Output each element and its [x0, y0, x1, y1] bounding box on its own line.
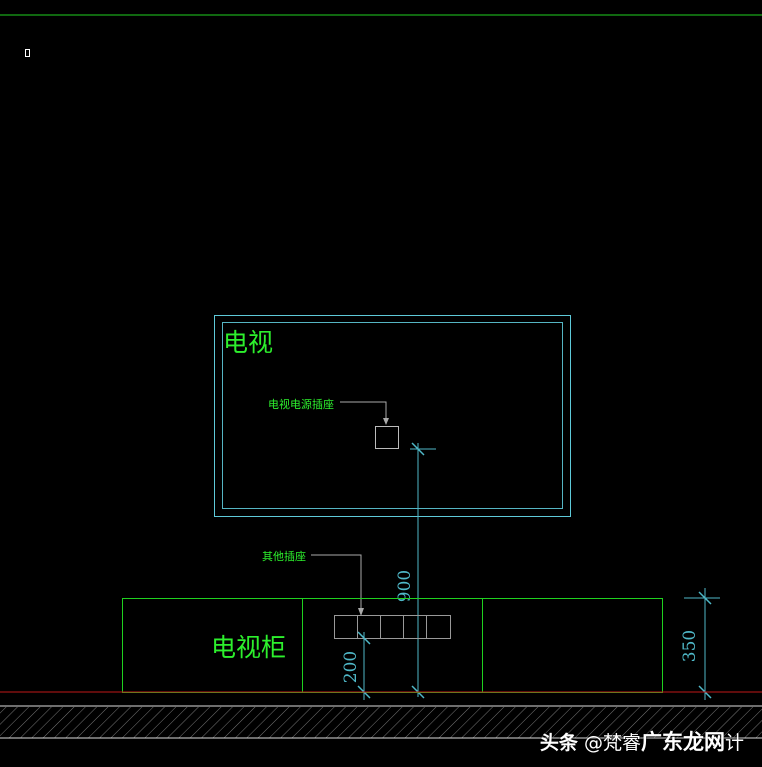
watermark-account: @梵睿	[583, 732, 641, 754]
other-socket-leader	[311, 554, 362, 610]
tv-cabinet-label: 电视柜	[211, 633, 286, 662]
watermark-overlay: 广东龙网	[640, 730, 725, 754]
tv-socket-arrow	[383, 418, 389, 425]
tv-cabinet	[122, 598, 663, 693]
dim-900-tick-top	[411, 442, 425, 456]
watermark: 头条 @梵睿广东龙网计	[540, 726, 744, 756]
dim-350-text: 350	[680, 630, 700, 662]
socket-outlet	[334, 615, 358, 639]
other-socket-label: 其他插座	[262, 549, 306, 563]
tv-socket-leader	[340, 401, 387, 420]
watermark-brand: 头条	[539, 732, 578, 754]
watermark-suffix: 计	[724, 732, 744, 754]
socket-outlet	[426, 615, 451, 639]
tv-inner-frame	[222, 322, 563, 509]
cursor-marker	[25, 49, 30, 57]
tv-socket-box	[375, 426, 399, 449]
dim-200-text: 200	[341, 651, 361, 683]
dim-350-tick-top	[698, 591, 712, 605]
tv-outer-frame	[214, 315, 571, 517]
socket-strip	[334, 615, 451, 639]
socket-outlet	[403, 615, 427, 639]
dim-900-text: 900	[395, 570, 415, 602]
floor-hatch	[0, 707, 762, 738]
tv-label: 电视	[223, 328, 273, 357]
tv-socket-label: 电视电源插座	[268, 397, 334, 411]
dim-200-tick-top	[357, 631, 371, 645]
other-socket-arrow	[358, 608, 364, 616]
socket-outlet	[380, 615, 404, 639]
